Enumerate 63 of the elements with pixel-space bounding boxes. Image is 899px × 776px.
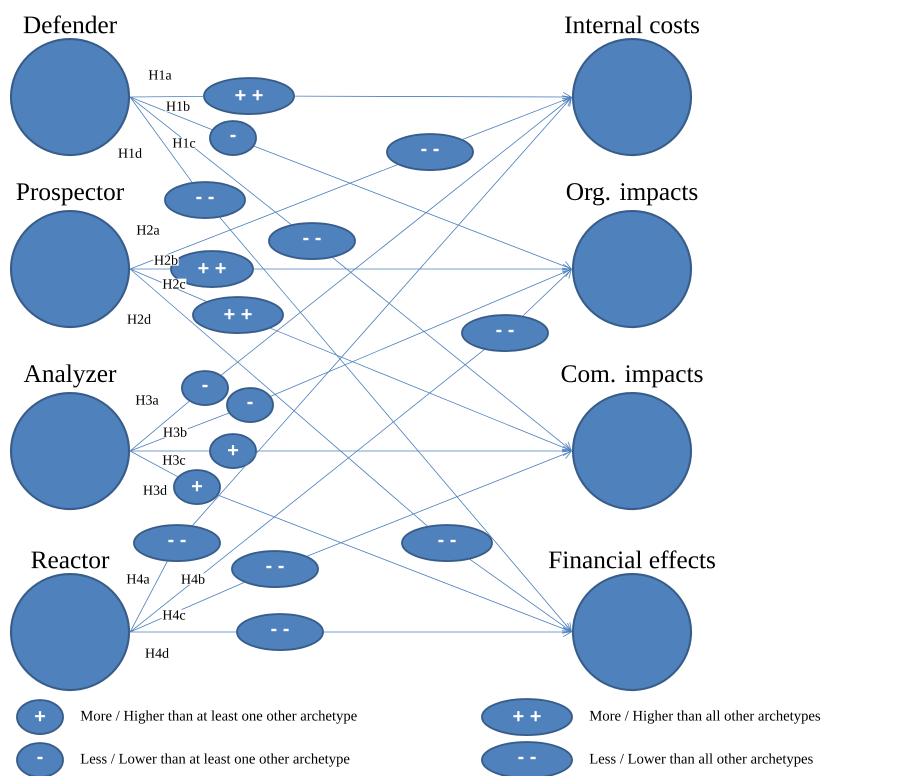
arrow — [256, 446, 572, 456]
edge-label: H3b — [162, 426, 188, 438]
edge-label: H4b — [180, 573, 206, 585]
legend-text: Less / Lower than at least one other archetype — [80, 753, 350, 767]
node-heading: Defender — [24, 15, 117, 34]
node-heading: Prospector — [16, 183, 124, 206]
ellipse-node: - - — [461, 314, 549, 352]
arrow — [218, 494, 572, 634]
edge-label: H2c — [162, 278, 186, 290]
ellipse-node: - - — [133, 524, 221, 562]
edge-label: H1d — [117, 147, 143, 159]
edge-label: H1a — [148, 70, 172, 80]
legend-text: More / Higher than at least one other archetype — [80, 710, 357, 724]
ellipse-node: + + — [481, 698, 573, 736]
edge-label: H2d — [126, 313, 152, 325]
node-heading: Com. impacts — [562, 365, 703, 388]
ellipse-node: - — [16, 742, 64, 776]
node-heading: Reactor — [31, 552, 110, 568]
ellipse-node: - - — [164, 181, 246, 219]
arrow — [306, 450, 572, 557]
arrow — [522, 269, 572, 316]
arrow — [254, 264, 572, 274]
ellipse-node: + + — [192, 296, 284, 334]
arrow — [470, 559, 572, 632]
ellipse-node: - — [226, 387, 274, 423]
ellipse-node: - — [209, 120, 257, 156]
arrow — [221, 97, 572, 376]
ellipse-node: - - — [401, 524, 493, 562]
ellipse-node: + + — [203, 77, 295, 115]
ellipse-node: - - — [481, 741, 573, 776]
node-heading: Financial effects — [548, 550, 715, 568]
ellipse-node: + — [209, 433, 257, 469]
edge-label: H1c — [172, 138, 196, 148]
node-heading: Internal costs — [565, 16, 699, 34]
arrow — [220, 217, 572, 632]
edge-label: H3c — [162, 454, 186, 466]
node-heading: Analyzer — [24, 364, 116, 388]
arrow — [332, 257, 572, 451]
edge-label: H4d — [144, 647, 170, 659]
arrow — [270, 328, 572, 452]
arrow — [192, 97, 572, 526]
ellipse-node: - - — [386, 133, 474, 171]
edge-label: H1b — [165, 100, 191, 112]
arrow — [254, 146, 572, 271]
arrow — [294, 92, 572, 102]
arrow — [462, 95, 572, 140]
legend-text: More / Higher than all other archetypes — [590, 710, 820, 724]
ellipse-node: - - — [236, 613, 324, 651]
edge-label: H3d — [142, 484, 168, 496]
node-heading: Org. impacts — [566, 183, 698, 206]
ellipse-node: + — [173, 469, 221, 505]
edge-label: H3a — [134, 394, 160, 406]
edge-label: H4a — [126, 574, 150, 584]
ellipse-node: - - — [231, 550, 319, 588]
arrow — [324, 626, 572, 638]
legend-text: Less / Lower than all other archetypes — [590, 753, 813, 767]
edge-label: H2b — [153, 254, 179, 266]
arrow — [270, 268, 572, 397]
ellipse-node: - — [181, 370, 229, 406]
ellipse-node: + — [16, 699, 64, 735]
edge-label: H4c — [162, 610, 186, 620]
ellipse-node: - - — [268, 222, 356, 260]
edge-label: H2a — [136, 224, 160, 236]
